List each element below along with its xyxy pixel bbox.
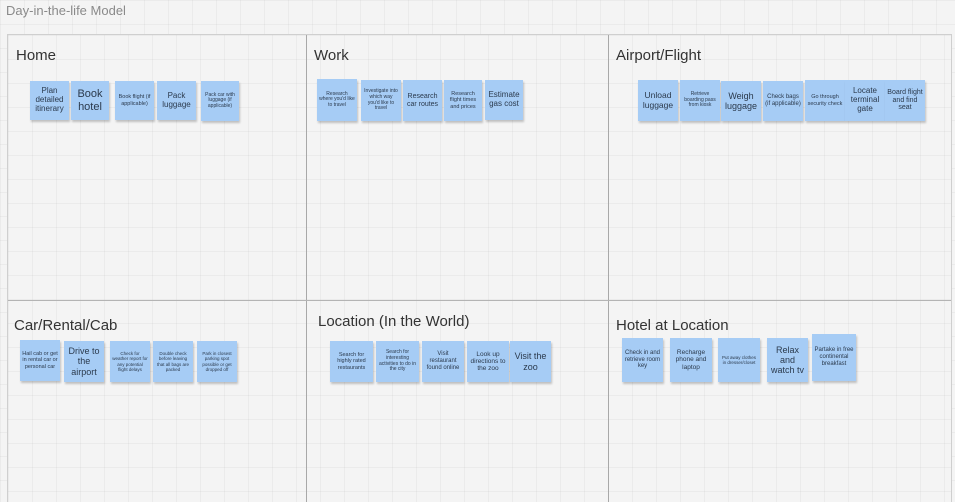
sticky-note[interactable]: Plan detailed itinerary <box>30 81 69 120</box>
sticky-note[interactable]: Board flight and find seat <box>885 80 925 121</box>
sticky-note[interactable]: Park in closest parking spot possible or… <box>197 341 237 382</box>
sticky-note[interactable]: Search for interesting activities to do … <box>376 341 419 382</box>
sticky-note[interactable]: Partake in free continental breakfast <box>812 334 856 381</box>
sticky-note[interactable]: Retrieve boarding pass from kiosk <box>680 80 720 121</box>
sticky-note[interactable]: Estimate gas cost <box>485 80 523 120</box>
sticky-note[interactable]: Unload luggage <box>638 80 678 121</box>
quadrant-title-work: Work <box>314 47 349 64</box>
sticky-note[interactable]: Go through security check <box>805 80 845 121</box>
board-title: Day-in-the-life Model <box>6 3 126 18</box>
sticky-note[interactable]: Visit the zoo <box>510 341 551 382</box>
sticky-note[interactable]: Look up directions to the zoo <box>467 341 509 382</box>
quadrant-title-car-rental-cab: Car/Rental/Cab <box>14 317 118 334</box>
quadrant-title-hotel: Hotel at Location <box>616 317 729 334</box>
quadrant-title-airport-flight: Airport/Flight <box>616 47 702 64</box>
sticky-note[interactable]: Hail cab or get in rental car or persona… <box>20 340 60 381</box>
sticky-note[interactable]: Check in and retrieve room key <box>622 338 663 382</box>
quadrant-title-location: Location (In the World) <box>318 313 470 330</box>
sticky-note[interactable]: Investigate into which way you'd like to… <box>361 80 401 121</box>
sticky-note[interactable]: Double check before leaving that all bag… <box>153 341 193 382</box>
sticky-note[interactable]: Book flight (if applicable) <box>115 81 154 120</box>
sticky-note[interactable]: Recharge phone and laptop <box>670 338 712 382</box>
sticky-note[interactable]: Research car routes <box>403 80 442 121</box>
sticky-note[interactable]: Weigh luggage <box>721 81 761 121</box>
sticky-note[interactable]: Book hotel <box>71 81 109 120</box>
sticky-note[interactable]: Locate terminal gate <box>845 80 885 121</box>
sticky-note[interactable]: Put away clothes in dresser/closet <box>718 338 760 382</box>
sticky-note[interactable]: Pack car with luggage (if applicable) <box>201 81 239 121</box>
sticky-note[interactable]: Check for weather report for any potenti… <box>110 341 150 382</box>
sticky-note[interactable]: Research where you'd like to travel <box>317 79 357 121</box>
sticky-note[interactable]: Visit restaurant found online <box>422 341 464 382</box>
board-canvas[interactable]: Home Work Airport/Flight Car/Rental/Cab … <box>7 34 952 502</box>
sticky-note[interactable]: Check bags (if applicable) <box>763 81 803 121</box>
sticky-note[interactable]: Search for highly rated restaurants <box>330 341 373 382</box>
column-divider <box>306 35 307 502</box>
column-divider <box>608 35 609 502</box>
row-divider <box>8 300 951 301</box>
sticky-note[interactable]: Pack luggage <box>157 81 196 120</box>
sticky-note[interactable]: Research flight times and prices <box>444 80 482 121</box>
sticky-note[interactable]: Relax and watch tv <box>767 338 808 382</box>
quadrant-title-home: Home <box>16 47 57 64</box>
sticky-note[interactable]: Drive to the airport <box>64 341 104 382</box>
